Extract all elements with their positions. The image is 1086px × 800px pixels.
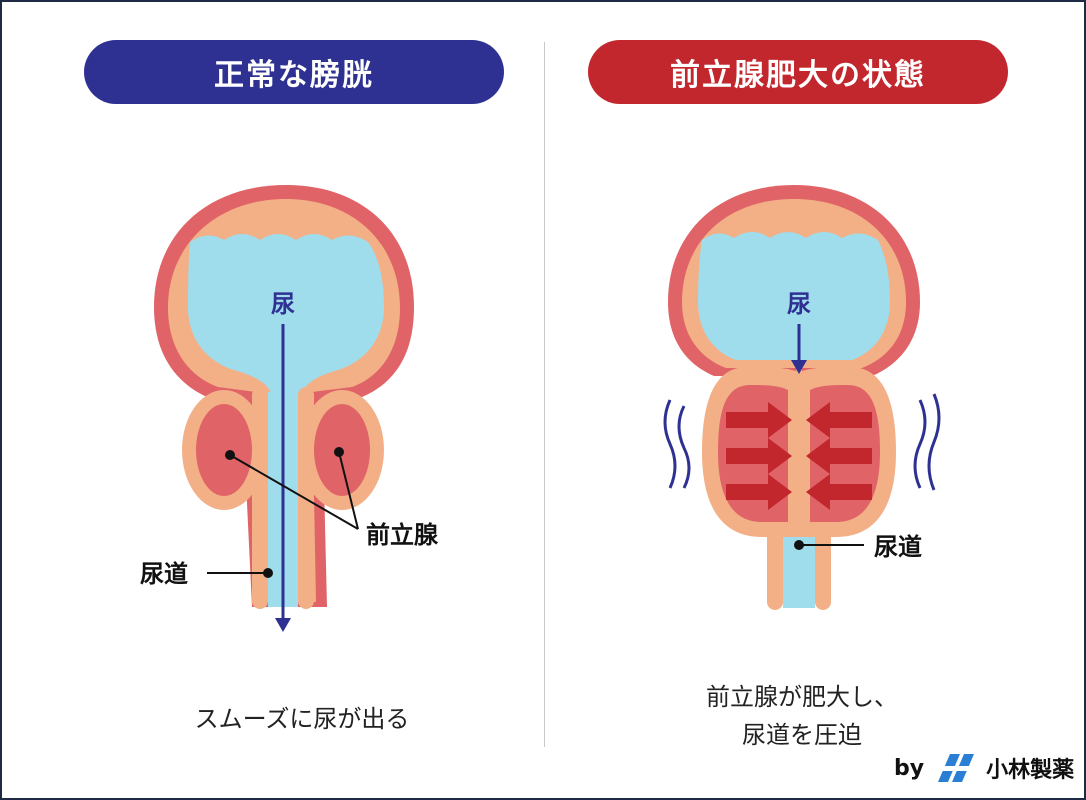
enlarged-urine-label: 尿 (787, 290, 811, 318)
enlarged-prostate-title: 前立腺肥大の状態 (588, 40, 1008, 104)
panel-divider (544, 42, 545, 747)
normal-caption: スムーズに尿が出る (112, 700, 492, 738)
brand-footer: by 小林製薬 (894, 752, 1074, 784)
normal-prostate-left (182, 390, 266, 510)
enlarged-flow-arrow-head (791, 360, 807, 374)
kobayashi-logo-icon (938, 754, 979, 782)
pressure-arrows-right (806, 402, 872, 510)
normal-bladder-illustration: 尿 前立腺 尿道 (140, 185, 439, 632)
enlarged-urethra-label: 尿道 (874, 533, 922, 561)
enlarged-prostate-seam (796, 367, 802, 537)
normal-caption-text: スムーズに尿が出る (194, 705, 410, 733)
vibration-lines-right (913, 393, 941, 491)
normal-prostate-leader-right (338, 451, 359, 530)
by-text: by (894, 755, 925, 781)
normal-prostate-leader-left (229, 454, 359, 530)
enlarged-prostate-title-text: 前立腺肥大の状態 (670, 58, 926, 93)
normal-prostate-label: 前立腺 (366, 521, 439, 549)
normal-bladder-title-text: 正常な膀胱 (214, 58, 374, 93)
enlarged-bladder-illustration: 尿 尿道 (663, 185, 941, 610)
enlarged-caption-line2: 尿道を圧迫 (742, 721, 862, 749)
normal-urine-label: 尿 (271, 290, 295, 318)
brand-name: 小林製薬 (986, 758, 1075, 783)
normal-bladder-title: 正常な膀胱 (84, 40, 504, 104)
vibration-lines-left (663, 399, 691, 489)
normal-urethra-label: 尿道 (140, 560, 188, 588)
enlarged-caption-line1: 前立腺が肥大し、 (706, 683, 898, 711)
enlarged-caption: 前立腺が肥大し、 尿道を圧迫 (602, 678, 1002, 754)
pressure-arrows-left (726, 402, 792, 510)
normal-urethra-wall-left (252, 387, 268, 609)
enlarged-bladder-urine (698, 232, 890, 360)
normal-flow-arrow-head (275, 618, 291, 632)
